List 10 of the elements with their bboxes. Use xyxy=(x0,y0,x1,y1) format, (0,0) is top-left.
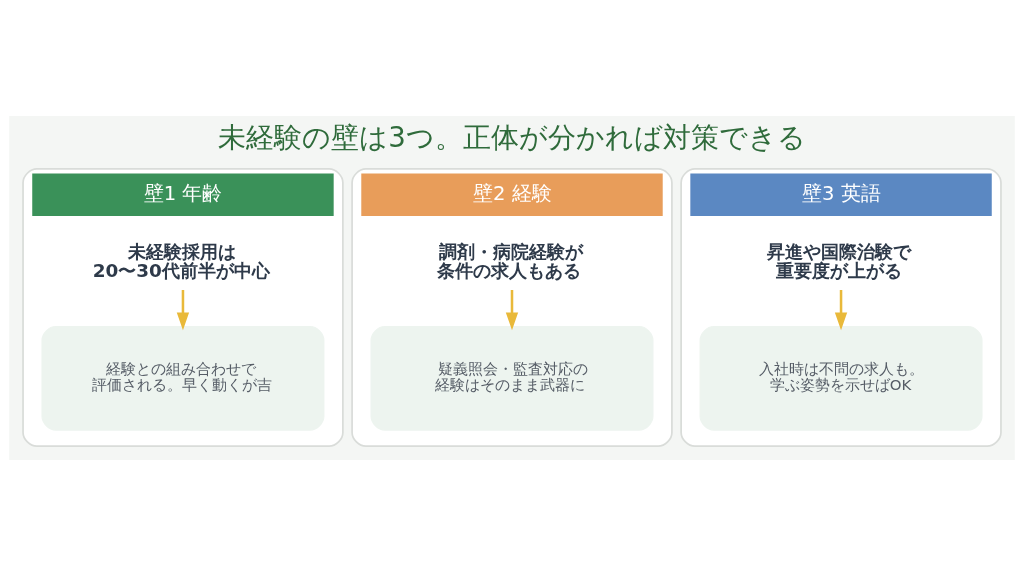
arrow xyxy=(834,290,848,331)
node-box: 経験との組み合わせで評価される。早く動くが吉 xyxy=(41,325,325,431)
node-text: 調剤・病院経験が条件の求人もある xyxy=(437,241,583,281)
diagram-title: 未経験の壁は3つ。正体が分かれば対策できる xyxy=(218,121,806,155)
node-text: 未経験採用は20〜30代前半が中心 xyxy=(92,241,270,281)
arrow xyxy=(505,290,519,331)
arrow xyxy=(176,290,190,331)
node-text: 昇進や国際治験で重要度が上がる xyxy=(767,241,912,281)
node-box: 疑義照会・監査対応の経験はそのまま武器に xyxy=(370,325,654,431)
node-box: 入社時は不問の求人も。学ぶ姿勢を示せばOK xyxy=(699,325,983,431)
